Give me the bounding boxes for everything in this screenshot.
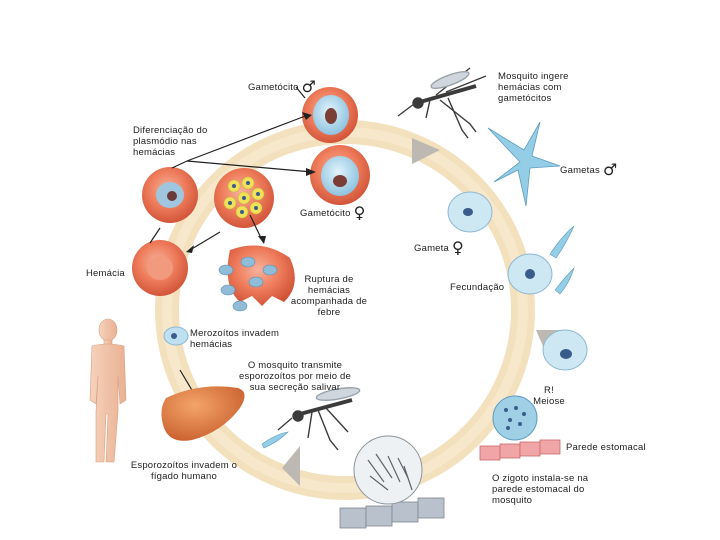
infected-red-cell [142, 167, 198, 223]
zygote-cell [542, 329, 588, 371]
gametocyte-female-cell [310, 145, 370, 205]
liver [161, 386, 245, 441]
sporozoite [261, 431, 289, 449]
label-mosquito-ingests: Mosquito ingere hemácias com gametócitos [498, 71, 569, 104]
male-gametes [487, 121, 561, 207]
label-gametocyte-female: Gametócito♀ [300, 203, 366, 222]
label-fertilization: Fecundação [450, 282, 505, 293]
male-symbol: ♂ [301, 77, 317, 96]
label-gametes-male: Gametas♂ [560, 160, 618, 179]
label-merozoites: Merozoítos invadem hemácias [190, 328, 280, 350]
mosquito-top [397, 67, 487, 139]
gamete-flagellum [549, 225, 575, 295]
gamete-cell-2 [507, 253, 553, 295]
female-symbol: ♀ [353, 203, 366, 222]
female-symbol: ♀ [452, 238, 464, 257]
label-sporozoites-liver: Esporozoítos invadem o fígado humano [130, 460, 238, 482]
gamete-cell-1 [447, 191, 493, 233]
oocyst [492, 395, 538, 441]
human-figure [89, 318, 127, 463]
label-meiosis-r: R! [544, 385, 554, 396]
gametocyte-male-cell [302, 87, 358, 143]
label-stomach-wall: Parede estomacal [566, 442, 646, 453]
label-gamete-female: Gameta♀ [414, 238, 464, 257]
ruptured-oocyst [353, 435, 423, 505]
label-meiosis: R!Meiose [532, 385, 566, 407]
male-symbol: ♂ [602, 160, 618, 179]
rupturing-red-cell [218, 245, 295, 312]
label-rupture: Ruptura de hemácias acompanhada de febre [290, 274, 368, 318]
connector-arrowheads [186, 112, 316, 253]
label-gametocyte-male: Gametócito♂ [248, 77, 317, 96]
stomach-wall-red [479, 439, 561, 461]
stomach-wall-grey [339, 497, 445, 529]
merozoite-cell [163, 326, 189, 346]
label-zygote: O zigoto instala-se na parede estomacal … [492, 473, 589, 506]
label-meiosis-text: Meiose [533, 396, 565, 407]
label-mosquito-transmits: O mosquito transmite esporozoítos por me… [239, 360, 351, 393]
label-red-blood-cell: Hemácia [86, 268, 125, 279]
schizont-cell [214, 168, 274, 228]
red-blood-cell [132, 240, 188, 296]
mosquito-bottom [277, 387, 361, 451]
label-differentiation: Diferenciação do plasmódio nas hemácias [133, 125, 208, 158]
